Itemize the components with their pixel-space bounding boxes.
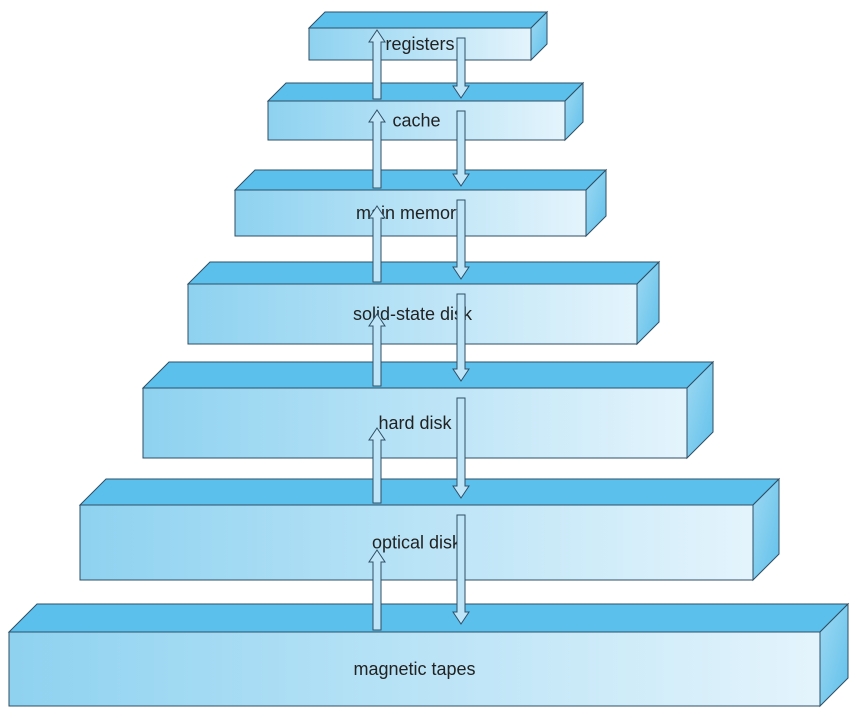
layer-top-face xyxy=(233,169,608,191)
down-arrow-icon xyxy=(452,199,470,280)
layer-top-face xyxy=(266,82,585,102)
layer-front-face xyxy=(8,631,821,707)
layer-front-face xyxy=(267,100,566,141)
layer-optical-disk: optical disk xyxy=(78,477,781,582)
up-arrow-icon xyxy=(368,549,386,631)
layer-label: registers xyxy=(385,34,454,54)
layer-front-face xyxy=(308,27,532,61)
layer-top-face xyxy=(186,261,661,285)
layer-label: optical disk xyxy=(372,533,462,553)
up-arrow-icon xyxy=(368,205,386,283)
layer-label: hard disk xyxy=(378,413,452,433)
layer-solid-state-disk: solid-state disk xyxy=(186,260,661,346)
layer-front-face xyxy=(234,189,587,237)
up-arrow-icon xyxy=(368,109,386,189)
layer-top-face xyxy=(78,478,781,506)
down-arrow-icon xyxy=(452,110,470,187)
layer-top-face xyxy=(7,603,850,633)
layer-registers: registers xyxy=(307,10,549,62)
layer-front-face xyxy=(142,387,688,459)
up-arrow-icon xyxy=(368,427,386,504)
layer-top-face xyxy=(307,11,549,29)
layer-cache: cache xyxy=(266,81,585,142)
layer-label: cache xyxy=(392,111,440,131)
layer-main-memory: main memory xyxy=(233,168,608,238)
down-arrow-icon xyxy=(452,397,470,499)
layer-magnetic-tapes: magnetic tapes xyxy=(7,602,850,708)
layer-front-face xyxy=(79,504,754,581)
layer-front-face xyxy=(187,283,638,345)
down-arrow-icon xyxy=(452,293,470,382)
up-arrow-icon xyxy=(368,29,386,100)
down-arrow-icon xyxy=(452,514,470,625)
layer-label: magnetic tapes xyxy=(353,659,475,679)
down-arrow-icon xyxy=(452,37,470,99)
up-arrow-icon xyxy=(368,313,386,387)
layer-top-face xyxy=(141,361,715,389)
layer-hard-disk: hard disk xyxy=(141,360,715,460)
layer-label: solid-state disk xyxy=(353,304,473,324)
